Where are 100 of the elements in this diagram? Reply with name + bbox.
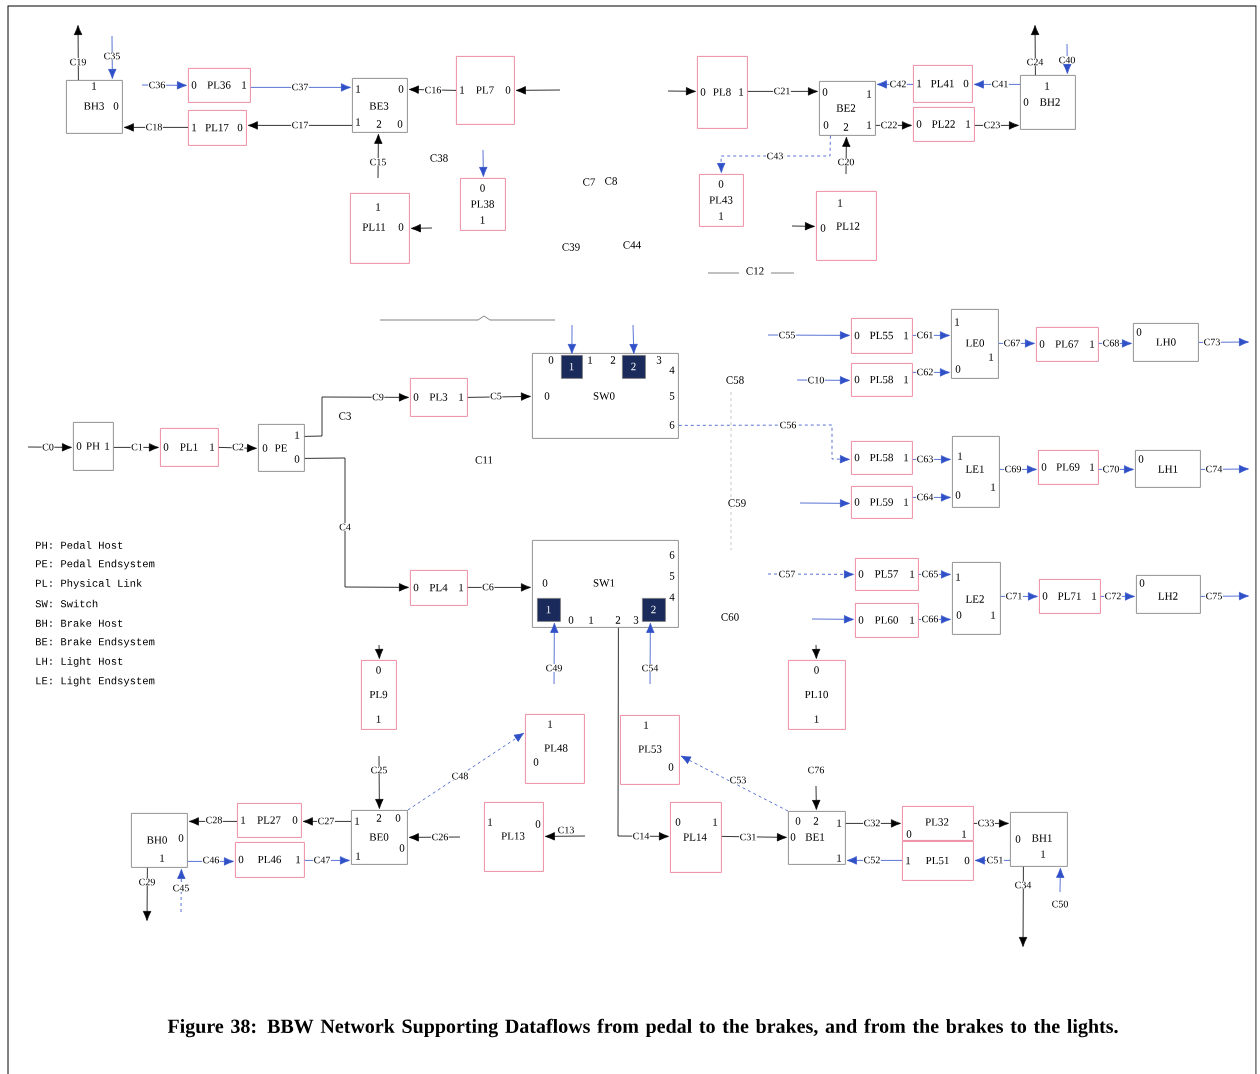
edge-label: C57 (778, 570, 796, 578)
link-box: 0 PL46 1 (235, 842, 305, 878)
edge-label: C61 (916, 331, 934, 339)
edge-label: C5 (489, 392, 503, 400)
arrow (1000, 592, 1038, 601)
arrow (678, 424, 850, 464)
edge-label: C69 (1004, 465, 1022, 473)
edge-label: C40 (1058, 56, 1076, 64)
link-box: 0 PL59 1 (851, 486, 913, 519)
arrow (799, 499, 850, 508)
connector-label: C39 (560, 242, 582, 252)
arrow (918, 615, 951, 624)
arrow (811, 644, 821, 659)
link-box: 1 0 PL13 (484, 802, 544, 872)
link-box: 0 PL69 1 (1038, 450, 1099, 485)
arrow (999, 465, 1037, 474)
arrow (796, 376, 850, 385)
connector-label: C12 (744, 266, 766, 276)
edge-label: C14 (632, 832, 650, 840)
link-box: 1 PL27 0 (237, 803, 302, 838)
edge-label: C75 (1205, 592, 1223, 600)
arrow (108, 35, 117, 79)
arrow (567, 324, 577, 354)
key-text: PH: Pedal Host (36, 541, 123, 549)
arrow (304, 856, 350, 865)
edge-label: C54 (641, 664, 659, 672)
arrow (912, 368, 950, 377)
edge-label: C24 (1026, 58, 1044, 66)
edge-label: C73 (1203, 338, 1221, 346)
device-box: 0 LH2 (1136, 575, 1201, 614)
connector-label: C60 (719, 612, 741, 622)
edge-label: C72 (1104, 592, 1122, 600)
arrow (912, 493, 951, 502)
edge-label: C65 (921, 570, 939, 578)
link-box: 0 1 PL14 (670, 802, 722, 873)
arrow (247, 121, 353, 130)
arrow (747, 87, 818, 96)
arrow (876, 80, 914, 89)
edge-label: C28 (205, 816, 223, 824)
arrow (374, 644, 384, 659)
arrow (250, 83, 351, 92)
device-box: 0 BH1 1 (1010, 812, 1068, 867)
arrow (646, 622, 655, 685)
link-box: 1 PL7 0 (456, 56, 515, 125)
arrow (918, 570, 951, 579)
arrow (304, 457, 409, 592)
edge-label: C55 (778, 331, 796, 339)
device-box: 1 2 0 BE0 0 1 (351, 810, 408, 865)
arrow (617, 627, 669, 841)
link-box: 1 PL17 0 (188, 110, 247, 146)
arrow (912, 331, 950, 340)
edge-label: C22 (880, 121, 898, 129)
edge-label: C23 (983, 121, 1001, 129)
arrow (667, 87, 696, 96)
link-box: 0 PL60 1 (855, 603, 919, 638)
device-box: 1 LE2 0 1 (952, 562, 1001, 635)
edge-label: C47 (313, 856, 331, 864)
arrow (479, 149, 488, 177)
device-box: 0 PE 1 0 (258, 424, 305, 472)
arrow (544, 832, 586, 841)
edge-label: C33 (977, 819, 995, 827)
edge-label: C67 (1003, 339, 1021, 347)
edge-label: C62 (916, 368, 934, 376)
port-box: 2 (642, 598, 666, 622)
link-box: 0 PL36 1 (188, 68, 251, 103)
edge-label: C18 (145, 123, 163, 131)
edge-label: C21 (773, 87, 791, 95)
arrow (27, 443, 72, 452)
link-box: 0 PL38 1 (460, 178, 506, 231)
connector-label: C44 (621, 240, 643, 250)
arrow (767, 570, 854, 579)
edge-label: C15 (369, 158, 387, 166)
device-box: 0 LH0 (1133, 323, 1199, 362)
arrow (188, 817, 238, 826)
arrow (550, 622, 559, 685)
edge-label: C51 (986, 856, 1004, 864)
link-box: 0 PL58 1 (851, 441, 913, 475)
edge-label: C13 (557, 826, 575, 834)
arrow (845, 819, 901, 828)
edge-label: C20 (837, 158, 855, 166)
device-box: 0 LH1 (1135, 450, 1201, 488)
link-box: 0 PL58 1 (851, 363, 913, 397)
link-box: 0 PL71 1 (1039, 579, 1101, 614)
arrow (680, 755, 789, 812)
edge-label: C0 (41, 443, 55, 451)
edge-label: C25 (370, 766, 388, 774)
port-box: 2 (622, 355, 646, 379)
link-box: 0 PL4 1 (410, 570, 468, 606)
device-box: 1 0 BE3 1 2 0 (352, 78, 408, 133)
arrow (717, 135, 831, 173)
edge-label: C26 (431, 833, 449, 841)
edge-label: C49 (545, 664, 563, 672)
arrow (218, 443, 257, 453)
arrow (467, 392, 531, 401)
edge-label: C43 (766, 152, 784, 160)
edge-label: C76 (807, 766, 825, 774)
link-box: 1 0 PL12 (816, 191, 877, 261)
connector-label: C58 (724, 375, 746, 385)
key-text: BH: Brake Host (36, 619, 123, 627)
device-box: 0 2 1 0 BE1 1 (788, 811, 846, 865)
